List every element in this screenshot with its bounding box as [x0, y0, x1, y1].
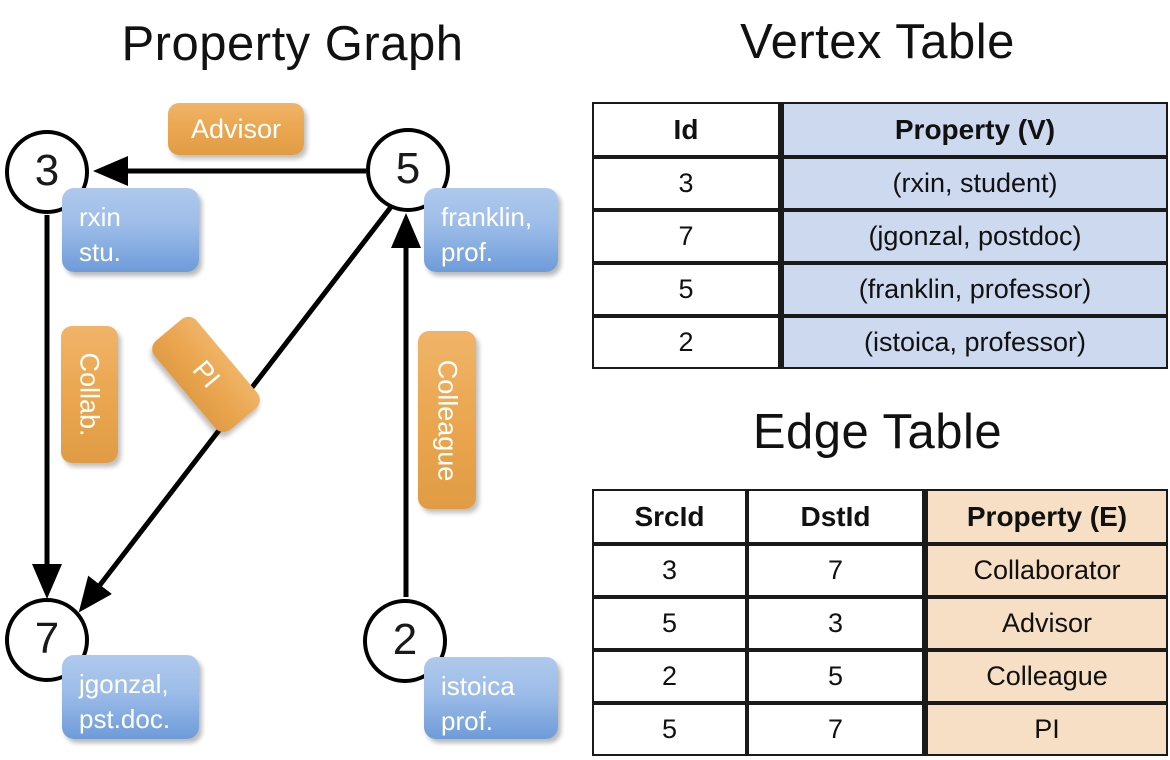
vertex-row-1-property: (jgonzal, postdoc)	[780, 210, 1168, 263]
table-row[interactable]: 7 (jgonzal, postdoc)	[592, 210, 1168, 263]
vertex-property-box-istoica[interactable]: istoica prof.	[424, 657, 558, 739]
table-row[interactable]: 5 3 Advisor	[592, 597, 1168, 650]
vertex-property-franklin-line1: franklin,	[441, 202, 533, 232]
table-row[interactable]: 2 5 Colleague	[592, 650, 1168, 703]
edge-label-pi[interactable]: PI	[147, 312, 265, 437]
edge-row-2-property: Colleague	[924, 650, 1168, 703]
vertex-property-box-jgonzal[interactable]: jgonzal, pst.doc.	[62, 655, 199, 739]
edge-label-colleague[interactable]: Colleague	[418, 331, 476, 509]
page-title-edge-table: Edge Table	[752, 405, 1003, 459]
table-row[interactable]: 3 (rxin, student)	[592, 157, 1168, 210]
vertex-row-3-id: 2	[592, 316, 780, 369]
vertex-row-2-property: (franklin, professor)	[780, 263, 1168, 316]
vertex-table-header-row: Id Property (V)	[592, 102, 1168, 157]
edge-table-header-row: SrcId DstId Property (E)	[592, 489, 1168, 544]
vertex-table: Id Property (V) 3 (rxin, student) 7 (jgo…	[592, 102, 1168, 369]
edge-row-0-src: 3	[592, 544, 747, 597]
vertex-property-franklin-line2: prof.	[441, 237, 494, 268]
edge-row-0-property: Collaborator	[924, 544, 1168, 597]
vertex-property-rxin-line2: stu.	[79, 237, 121, 268]
edge-row-1-src: 5	[592, 597, 747, 650]
edge-table-header-srcid: SrcId	[592, 489, 747, 544]
edge-table-header-dstid: DstId	[747, 489, 924, 544]
edge-row-3-property: PI	[924, 703, 1168, 756]
edge-label-collab[interactable]: Collab.	[61, 326, 118, 463]
edge-label-advisor-text: Advisor	[190, 113, 282, 144]
vertex-row-0-property: (rxin, student)	[780, 157, 1168, 210]
page-title-vertex-table: Vertex Table	[740, 15, 1015, 69]
edge-row-1-property: Advisor	[924, 597, 1168, 650]
page-title-property-graph: Property Graph	[121, 17, 464, 71]
vertex-property-jgonzal-line1: jgonzal,	[79, 669, 169, 699]
table-row[interactable]: 3 7 Collaborator	[592, 544, 1168, 597]
edge-row-0-dst: 7	[747, 544, 924, 597]
vertex-property-istoica-line1: istoica	[441, 671, 515, 701]
edge-table-header-property: Property (E)	[924, 489, 1168, 544]
edge-table: SrcId DstId Property (E) 3 7 Collaborato…	[592, 489, 1168, 756]
edge-label-collab-text: Collab.	[75, 352, 106, 437]
vertex-property-box-franklin[interactable]: franklin, prof.	[424, 188, 558, 272]
vertex-property-jgonzal-line2: pst.doc.	[79, 704, 171, 735]
property-graph-diagram: 3 5 7 2 rxin stu. franklin, prof. jgonza…	[5, 103, 558, 739]
vertex-property-istoica-line2: prof.	[441, 706, 494, 737]
graph-node-2-label: 2	[392, 615, 418, 664]
table-row[interactable]: 2 (istoica, professor)	[592, 316, 1168, 369]
edge-label-pi-text: PI	[186, 354, 227, 394]
graph-node-3-label: 3	[34, 146, 60, 195]
table-row[interactable]: 5 7 PI	[592, 703, 1168, 756]
edge-row-1-dst: 3	[747, 597, 924, 650]
vertex-property-rxin-line1: rxin	[79, 202, 121, 232]
graph-node-7-label: 7	[34, 614, 60, 663]
vertex-table-header-property: Property (V)	[780, 102, 1168, 157]
table-row[interactable]: 5 (franklin, professor)	[592, 263, 1168, 316]
vertex-row-0-id: 3	[592, 157, 780, 210]
edge-label-colleague-text: Colleague	[432, 359, 463, 481]
edge-row-2-src: 2	[592, 650, 747, 703]
edge-label-advisor[interactable]: Advisor	[168, 103, 304, 155]
vertex-row-3-property: (istoica, professor)	[780, 316, 1168, 369]
vertex-property-box-rxin[interactable]: rxin stu.	[62, 188, 199, 272]
edge-row-3-dst: 7	[747, 703, 924, 756]
graph-node-2[interactable]: 2	[363, 599, 447, 683]
vertex-row-2-id: 5	[592, 263, 780, 316]
vertex-row-1-id: 7	[592, 210, 780, 263]
vertex-table-header-id: Id	[592, 102, 780, 157]
edge-row-2-dst: 5	[747, 650, 924, 703]
edge-row-3-src: 5	[592, 703, 747, 756]
graph-node-5[interactable]: 5	[366, 128, 450, 212]
graph-node-5-label: 5	[395, 144, 421, 193]
